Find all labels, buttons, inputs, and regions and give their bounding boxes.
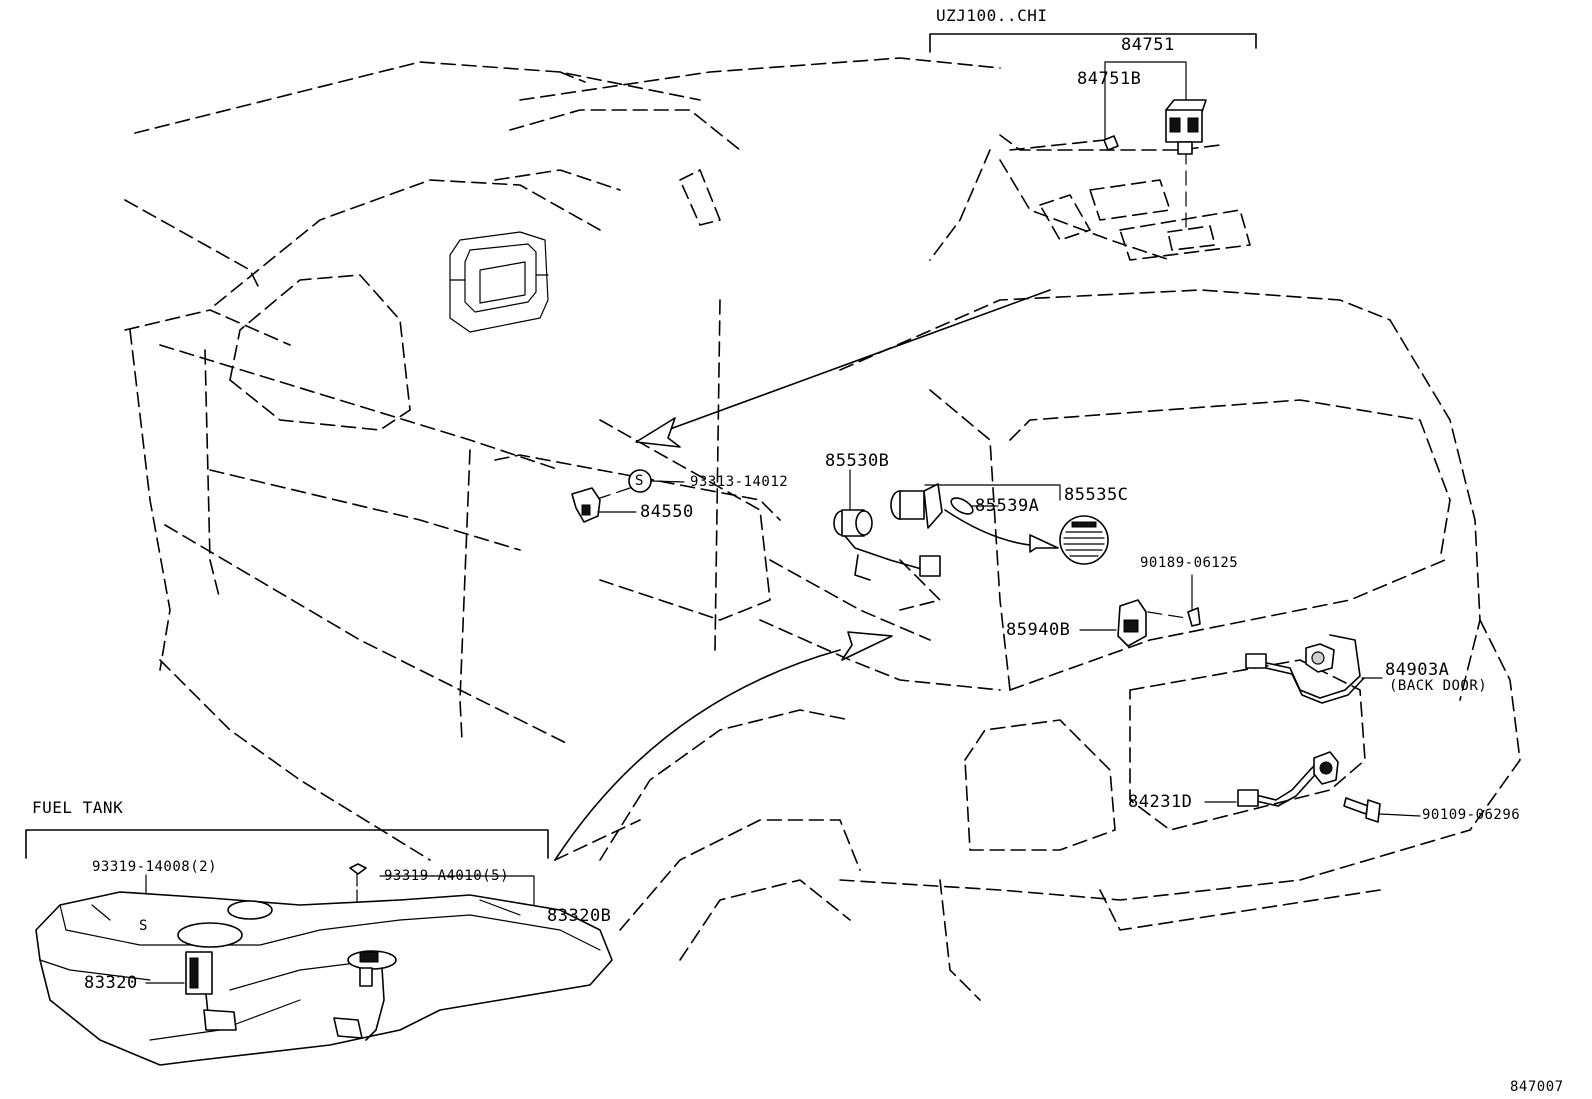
part-85940B-group bbox=[1079, 574, 1201, 647]
part-label-85535C[interactable]: 85535C bbox=[1064, 485, 1129, 505]
part-label-93313-14012[interactable]: 93313-14012 bbox=[690, 474, 789, 490]
part-label-85530B[interactable]: 85530B bbox=[825, 451, 890, 471]
part-label-83320B[interactable]: 83320B bbox=[547, 906, 612, 926]
part-label-84550[interactable]: 84550 bbox=[640, 502, 694, 522]
part-label-84903A[interactable]: 84903A bbox=[1385, 660, 1450, 680]
part-label-93319-A4010[interactable]: 93319-A4010(5) bbox=[384, 868, 510, 884]
direction-arrows bbox=[554, 289, 1059, 861]
part-label-84751B[interactable]: 84751B bbox=[1077, 69, 1142, 89]
vehicle-body-outline bbox=[124, 57, 1521, 1001]
inset-uzj100 bbox=[929, 33, 1257, 261]
part-85535C-assembly bbox=[890, 483, 1109, 565]
fuel-tank-label: FUEL TANK bbox=[32, 798, 124, 817]
part-label-93319-14008[interactable]: 93319-14008(2) bbox=[92, 859, 218, 875]
fuel-tank-inset bbox=[25, 829, 613, 1066]
part-label-90109-06296[interactable]: 90109-06296 bbox=[1422, 807, 1521, 823]
diagram-code: 847007 bbox=[1510, 1079, 1564, 1095]
dashboard-vents bbox=[449, 231, 549, 333]
sealant-icon: S bbox=[139, 918, 148, 934]
sealant-icon: S bbox=[635, 473, 644, 489]
part-label-84231D[interactable]: 84231D bbox=[1128, 792, 1193, 812]
part-label-85940B[interactable]: 85940B bbox=[1006, 620, 1071, 640]
part-84550-group bbox=[571, 469, 685, 523]
part-85530B-harness bbox=[833, 469, 941, 611]
variant-label: UZJ100..CHI bbox=[936, 6, 1048, 25]
part-note-back-door: (BACK DOOR) bbox=[1389, 678, 1488, 694]
part-label-85539A[interactable]: 85539A bbox=[975, 496, 1040, 516]
part-label-83320[interactable]: 83320 bbox=[84, 973, 138, 993]
part-label-90189-06125[interactable]: 90189-06125 bbox=[1140, 555, 1239, 571]
part-label-84751[interactable]: 84751 bbox=[1121, 35, 1175, 55]
part-84903A-harness bbox=[1245, 634, 1383, 704]
part-84231D-harness bbox=[1204, 751, 1421, 823]
